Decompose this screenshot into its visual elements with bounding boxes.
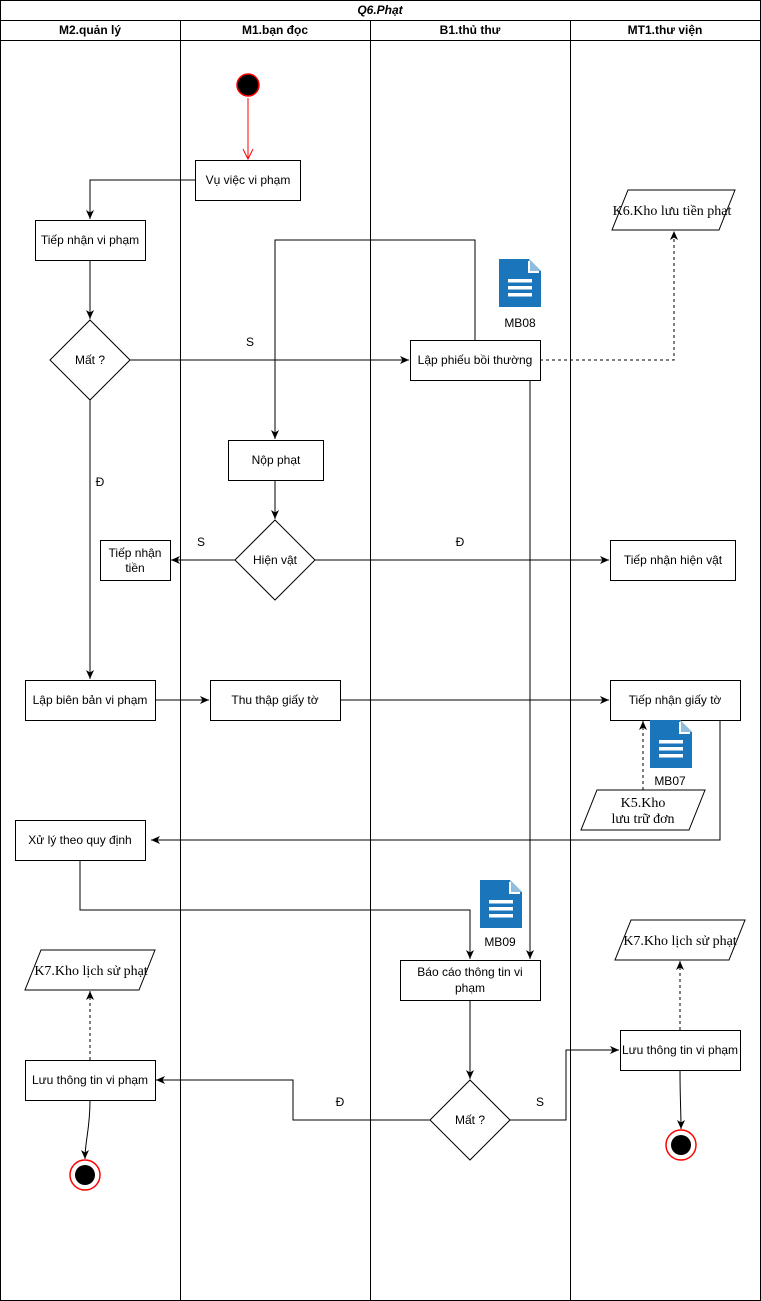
svg-text:Vụ việc vi phạm: Vụ việc vi phạm <box>206 173 291 187</box>
activity-receive-documents: Tiếp nhận giấy tờ <box>610 680 741 721</box>
activity-incident: Vụ việc vi phạm <box>195 160 301 201</box>
lane-header-librarian: B1.thủ thư <box>440 23 501 37</box>
svg-text:Lập phiếu bồi thường: Lập phiếu bồi thường <box>418 353 533 367</box>
edge-label-d: Đ <box>96 475 105 489</box>
end-node-left <box>69 1159 101 1191</box>
svg-text:phạm: phạm <box>455 981 485 995</box>
activity-collect-documents: Thu thập giấy tờ <box>210 680 341 721</box>
svg-text:Thu thập giấy tờ: Thu thập giấy tờ <box>231 693 318 707</box>
edge-label-s: S <box>246 335 254 349</box>
svg-text:Lưu thông tin vi phạm: Lưu thông tin vi phạm <box>622 1043 738 1057</box>
svg-text:lưu trữ đơn: lưu trữ đơn <box>611 812 674 827</box>
decision-in-kind: Hiện vật <box>234 519 316 601</box>
activity-process-regulation: Xử lý theo quy định <box>15 820 146 861</box>
decision-lost-2: Mất ? <box>429 1079 511 1161</box>
svg-text:Tiếp nhận giấy tờ: Tiếp nhận giấy tờ <box>629 693 722 707</box>
diagram-title: Q6.Phạt <box>357 3 403 17</box>
activity-compensation-form: Lập phiếu bồi thường <box>410 340 541 381</box>
lane-header-manager: M2.quản lý <box>59 23 121 37</box>
svg-text:K6.Kho lưu tiền phạt: K6.Kho lưu tiền phạt <box>613 204 732 219</box>
svg-text:MB08: MB08 <box>504 316 536 330</box>
edge-docs-to-process <box>151 720 721 844</box>
activity-receive-item: Tiếp nhận hiện vật <box>610 540 736 581</box>
activity-save-violation-right: Lưu thông tin vi phạm <box>620 1030 741 1071</box>
document-mb09-icon: MB09 <box>479 879 523 949</box>
edge-incident-to-receive <box>86 179 195 219</box>
svg-text:Tiếp nhận vi phạm: Tiếp nhận vi phạm <box>41 233 139 247</box>
datastore-k7-left: K7.Kho lịch sử phạt <box>24 949 156 991</box>
edge-save-left-to-end <box>81 1099 91 1160</box>
start-node <box>236 73 260 97</box>
edge-label-s: S <box>536 1095 544 1109</box>
svg-text:Lưu thông tin vi phạm: Lưu thông tin vi phạm <box>32 1073 148 1087</box>
svg-text:Báo cáo thông tin vi: Báo cáo thông tin vi <box>417 965 522 979</box>
svg-text:K7.Kho lịch sử phạt: K7.Kho lịch sử phạt <box>34 964 147 979</box>
edge-process-to-report <box>79 860 474 959</box>
edge-save-right-to-end <box>676 1069 685 1130</box>
activity-receive-violation: Tiếp nhận vi phạm <box>35 220 146 261</box>
svg-text:MB07: MB07 <box>654 774 686 788</box>
document-mb07-icon: MB07 <box>649 719 693 788</box>
svg-text:K5.Kho: K5.Kho <box>621 796 666 811</box>
edge-decision3-to-save-left <box>156 1076 430 1121</box>
edge-label-s: S <box>197 535 205 549</box>
document-mb08-icon: MB08 <box>498 258 542 330</box>
edge-compensation-to-k6 <box>540 231 678 361</box>
datastore-k5: K5.Kho lưu trữ đơn <box>580 789 706 831</box>
svg-text:MB09: MB09 <box>484 935 516 949</box>
svg-text:Tiếp nhận: Tiếp nhận <box>109 546 162 560</box>
activity-receive-money: Tiếp nhận tiền <box>100 540 171 581</box>
end-node-right <box>665 1129 697 1161</box>
activity-pay-fine: Nộp phạt <box>228 440 324 481</box>
svg-text:tiền: tiền <box>125 561 144 575</box>
datastore-k7-right: K7.Kho lịch sử phạt <box>614 919 746 961</box>
svg-text:Tiếp nhận hiện vật: Tiếp nhận hiện vật <box>624 553 723 567</box>
lane-header-library: MT1.thư viện <box>628 23 703 37</box>
activity-report-violation: Báo cáo thông tin vi phạm <box>400 960 541 1001</box>
activity-save-violation-left: Lưu thông tin vi phạm <box>25 1060 156 1101</box>
edge-compensation-to-pay <box>271 239 476 439</box>
svg-text:Nộp phạt: Nộp phạt <box>252 453 301 467</box>
svg-text:Hiện vật: Hiện vật <box>253 553 298 567</box>
edge-decision3-to-save-right <box>510 1046 619 1121</box>
datastore-k6: K6.Kho lưu tiền phạt <box>611 189 736 231</box>
lane-header-reader: M1.bạn đọc <box>242 23 308 37</box>
svg-text:Xử lý theo quy định: Xử lý theo quy định <box>28 833 131 847</box>
svg-text:Lập biên bản vi phạm: Lập biên bản vi phạm <box>33 693 148 707</box>
edge-label-d: Đ <box>456 535 465 549</box>
svg-text:K7.Kho lịch sử phạt: K7.Kho lịch sử phạt <box>623 934 736 949</box>
decision-lost-1: Mất ? <box>49 319 131 401</box>
activity-violation-record: Lập biên bản vi phạm <box>25 680 156 721</box>
svg-text:Mất ?: Mất ? <box>75 353 105 367</box>
edge-label-d: Đ <box>336 1095 345 1109</box>
svg-text:Mất ?: Mất ? <box>455 1113 485 1127</box>
